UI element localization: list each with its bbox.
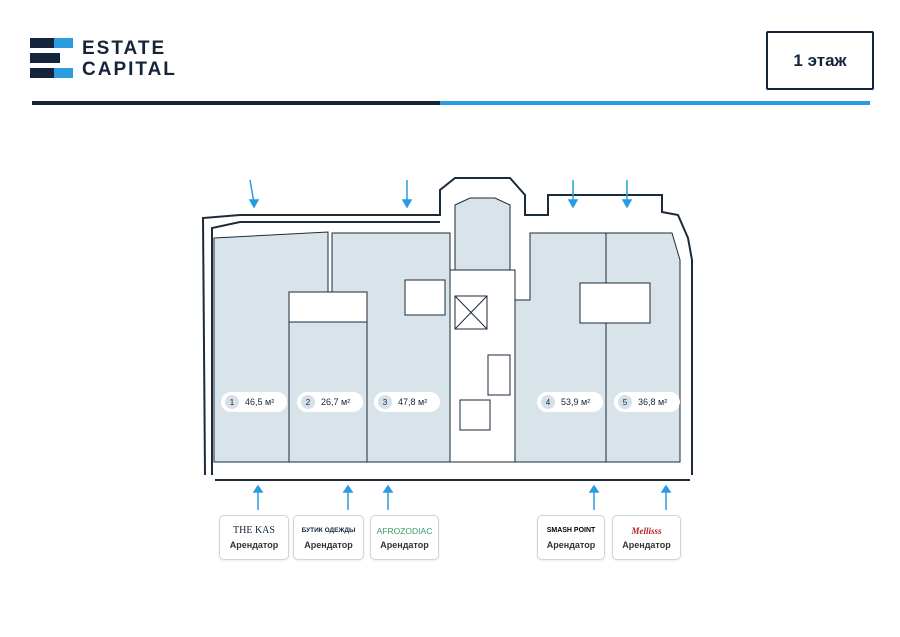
tenant-card-the-kas[interactable]: THE KAS Арендатор <box>219 515 289 560</box>
tenant-brand: SMASH POINT <box>546 527 596 534</box>
tenant-role: Арендатор <box>622 540 671 550</box>
tenant-card-mellisss[interactable]: Mellisss Арендатор <box>612 515 681 560</box>
header-divider-light <box>440 101 870 105</box>
tenant-card-smash-point[interactable]: SMASH POINT Арендатор <box>537 515 605 560</box>
logo-line-2: CAPITAL <box>82 59 177 80</box>
unit-label-4[interactable]: 4 53,9 м² <box>537 392 603 412</box>
unit-number: 3 <box>378 395 392 409</box>
tenant-role: Арендатор <box>546 540 596 550</box>
core-upper <box>454 197 511 271</box>
logo-mark-icon <box>30 38 73 79</box>
unit-number: 5 <box>618 395 632 409</box>
units <box>213 197 681 463</box>
tenant-brand: БУТИК ОДЕЖДЫ <box>301 527 356 534</box>
logo-line-1: ESTATE <box>82 38 167 59</box>
unit-5 <box>605 232 681 463</box>
header-divider-dark <box>32 101 440 105</box>
tenant-card-afrozodiac[interactable]: AFROZODIAC Арендатор <box>370 515 439 560</box>
unit-number: 4 <box>541 395 555 409</box>
unit-label-5[interactable]: 5 36,8 м² <box>614 392 680 412</box>
unit-area: 47,8 м² <box>398 397 428 407</box>
unit-area: 46,5 м² <box>245 397 275 407</box>
unit-number: 2 <box>301 395 315 409</box>
unit-area: 26,7 м² <box>321 397 351 407</box>
unit-label-2[interactable]: 2 26,7 м² <box>297 392 363 412</box>
unit-area: 53,9 м² <box>561 397 591 407</box>
core <box>288 269 651 463</box>
tenant-card-boutique[interactable]: БУТИК ОДЕЖДЫ Арендатор <box>293 515 364 560</box>
tenant-role: Арендатор <box>229 540 279 550</box>
entrance-arrows <box>248 179 672 510</box>
estate-capital-logo: ESTATE CAPITAL <box>30 38 200 82</box>
unit-number: 1 <box>225 395 239 409</box>
unit-area: 36,8 м² <box>638 397 668 407</box>
outer-walls <box>201 177 693 481</box>
tenant-brand: Mellisss <box>631 526 662 536</box>
unit-label-3[interactable]: 3 47,8 м² <box>374 392 440 412</box>
tenant-brand: AFROZODIAC <box>376 526 433 536</box>
unit-label-1[interactable]: 1 46,5 м² <box>221 392 287 412</box>
floor-label: 1 этаж <box>766 31 874 90</box>
tenant-role: Арендатор <box>380 540 429 550</box>
tenant-role: Арендатор <box>304 540 353 550</box>
tenant-brand: THE KAS <box>233 525 275 536</box>
unit-4 <box>514 232 607 463</box>
